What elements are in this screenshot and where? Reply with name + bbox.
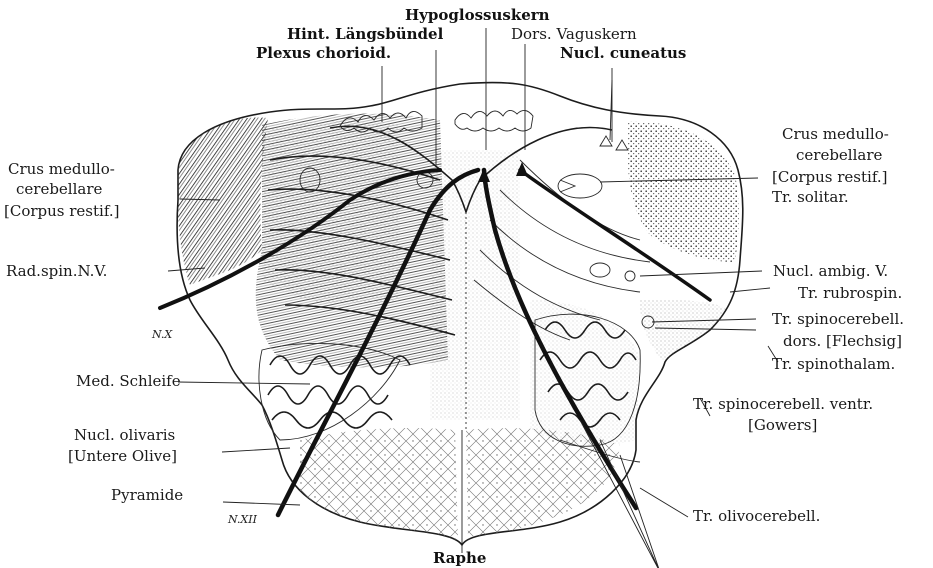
label-nerve-xii: N.XII [227, 513, 258, 526]
label-raphe: Raphe [433, 549, 486, 567]
label-dors-vaguskern: Dors. Vaguskern [511, 25, 637, 43]
label-crus-right-2: cerebellare [796, 146, 883, 164]
label-crus-right-1: Crus medullo- [782, 125, 889, 143]
label-nucl-olivaris-2: [Untere Olive] [68, 447, 177, 465]
label-tr-rubrospin: Tr. rubrospin. [798, 284, 902, 302]
label-nucl-ambig: Nucl. ambig. V. [773, 262, 888, 280]
label-tr-spinocereb-dors-1: Tr. spinocerebell. [772, 310, 904, 328]
label-crus-left-2: cerebellare [16, 180, 103, 198]
label-tr-spinocereb-dors-2: dors. [Flechsig] [783, 332, 902, 350]
label-crus-right-3: [Corpus restif.] [772, 168, 887, 186]
medulla-section [160, 80, 743, 545]
label-crus-left-3: [Corpus restif.] [4, 202, 119, 220]
label-hypoglossuskern: Hypoglossuskern [405, 6, 550, 24]
label-tr-solitar: Tr. solitar. [772, 188, 849, 206]
label-nerve-x: N.X [151, 328, 173, 341]
label-med-schleife: Med. Schleife [76, 372, 181, 390]
label-nucl-cuneatus: Nucl. cuneatus [560, 44, 686, 62]
label-tr-spinocereb-ventr-2: [Gowers] [748, 416, 817, 434]
label-nucl-olivaris-1: Nucl. olivaris [74, 426, 175, 444]
label-crus-left-1: Crus medullo- [8, 160, 115, 178]
label-tr-spinocereb-ventr-1: Tr. spinocerebell. ventr. [693, 395, 873, 413]
right-lateral-area [640, 300, 730, 360]
label-pyramide: Pyramide [111, 486, 183, 504]
label-hint-langsbundel: Hint. Längsbündel [287, 25, 444, 43]
label-plexus-chorioid: Plexus chorioid. [256, 44, 391, 62]
left-pyramid [300, 428, 458, 540]
label-tr-olivocerebell: Tr. olivocerebell. [693, 507, 820, 525]
label-tr-spinothalam: Tr. spinothalam. [772, 355, 895, 373]
label-rad-spin: Rad.spin.N.V. [6, 262, 107, 280]
